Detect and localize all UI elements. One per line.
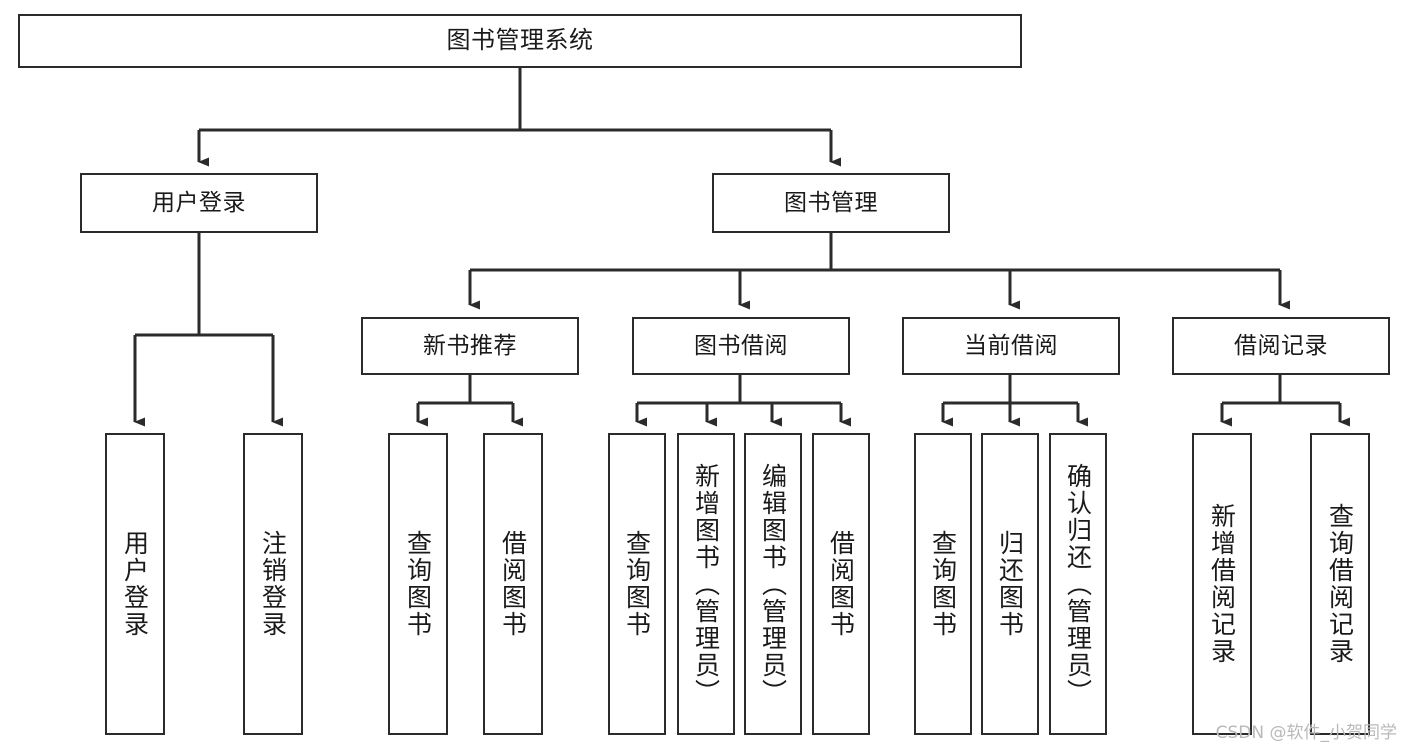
leaf-user-login-logout[interactable]: 注销登录: [243, 433, 303, 735]
node-label: 查询借阅记录: [1325, 503, 1355, 665]
leaf-current-borrow-confirm-return-admin[interactable]: 确认归还（管理员）: [1049, 433, 1107, 735]
node-book-management[interactable]: 图书管理: [712, 173, 950, 233]
node-label: 确认归还（管理员）: [1063, 462, 1093, 706]
node-new-book-recommend[interactable]: 新书推荐: [361, 317, 579, 375]
leaf-new-book-borrow-book[interactable]: 借阅图书: [483, 433, 543, 735]
leaf-book-borrow-add-book-admin[interactable]: 新增图书（管理员）: [677, 433, 735, 735]
node-book-borrow[interactable]: 图书借阅: [632, 317, 850, 375]
node-label: 编辑图书（管理员）: [758, 462, 788, 706]
node-label: 借阅记录: [1234, 332, 1328, 359]
leaf-borrow-record-query-record[interactable]: 查询借阅记录: [1310, 433, 1370, 735]
leaf-current-borrow-query-book[interactable]: 查询图书: [914, 433, 972, 735]
node-label: 图书管理: [784, 189, 878, 216]
node-root-book-management-system[interactable]: 图书管理系统: [18, 14, 1022, 68]
leaf-new-book-query-book[interactable]: 查询图书: [388, 433, 448, 735]
leaf-user-login-login[interactable]: 用户登录: [105, 433, 165, 735]
leaf-book-borrow-borrow-book[interactable]: 借阅图书: [812, 433, 870, 735]
node-label: 用户登录: [152, 189, 246, 216]
node-user-login[interactable]: 用户登录: [80, 173, 318, 233]
node-label: 查询图书: [403, 530, 433, 638]
node-label: 当前借阅: [964, 332, 1058, 359]
node-label: 归还图书: [995, 530, 1025, 638]
node-label: 新增借阅记录: [1207, 503, 1237, 665]
node-label: 借阅图书: [826, 530, 856, 638]
node-current-borrow[interactable]: 当前借阅: [902, 317, 1120, 375]
node-borrow-record[interactable]: 借阅记录: [1172, 317, 1390, 375]
leaf-book-borrow-edit-book-admin[interactable]: 编辑图书（管理员）: [744, 433, 802, 735]
node-label: 新书推荐: [423, 332, 517, 359]
node-label: 注销登录: [258, 530, 288, 638]
leaf-book-borrow-query-book[interactable]: 查询图书: [608, 433, 666, 735]
node-label: 查询图书: [622, 530, 652, 638]
leaf-borrow-record-add-record[interactable]: 新增借阅记录: [1192, 433, 1252, 735]
node-label: 新增图书（管理员）: [691, 462, 721, 706]
node-label: 用户登录: [120, 530, 150, 638]
node-label: 查询图书: [928, 530, 958, 638]
leaf-current-borrow-return-book[interactable]: 归还图书: [981, 433, 1039, 735]
watermark-text: CSDN @软件_小贺同学: [1215, 723, 1397, 743]
node-label: 图书借阅: [694, 332, 788, 359]
node-label: 借阅图书: [498, 530, 528, 638]
node-label: 图书管理系统: [446, 26, 594, 55]
